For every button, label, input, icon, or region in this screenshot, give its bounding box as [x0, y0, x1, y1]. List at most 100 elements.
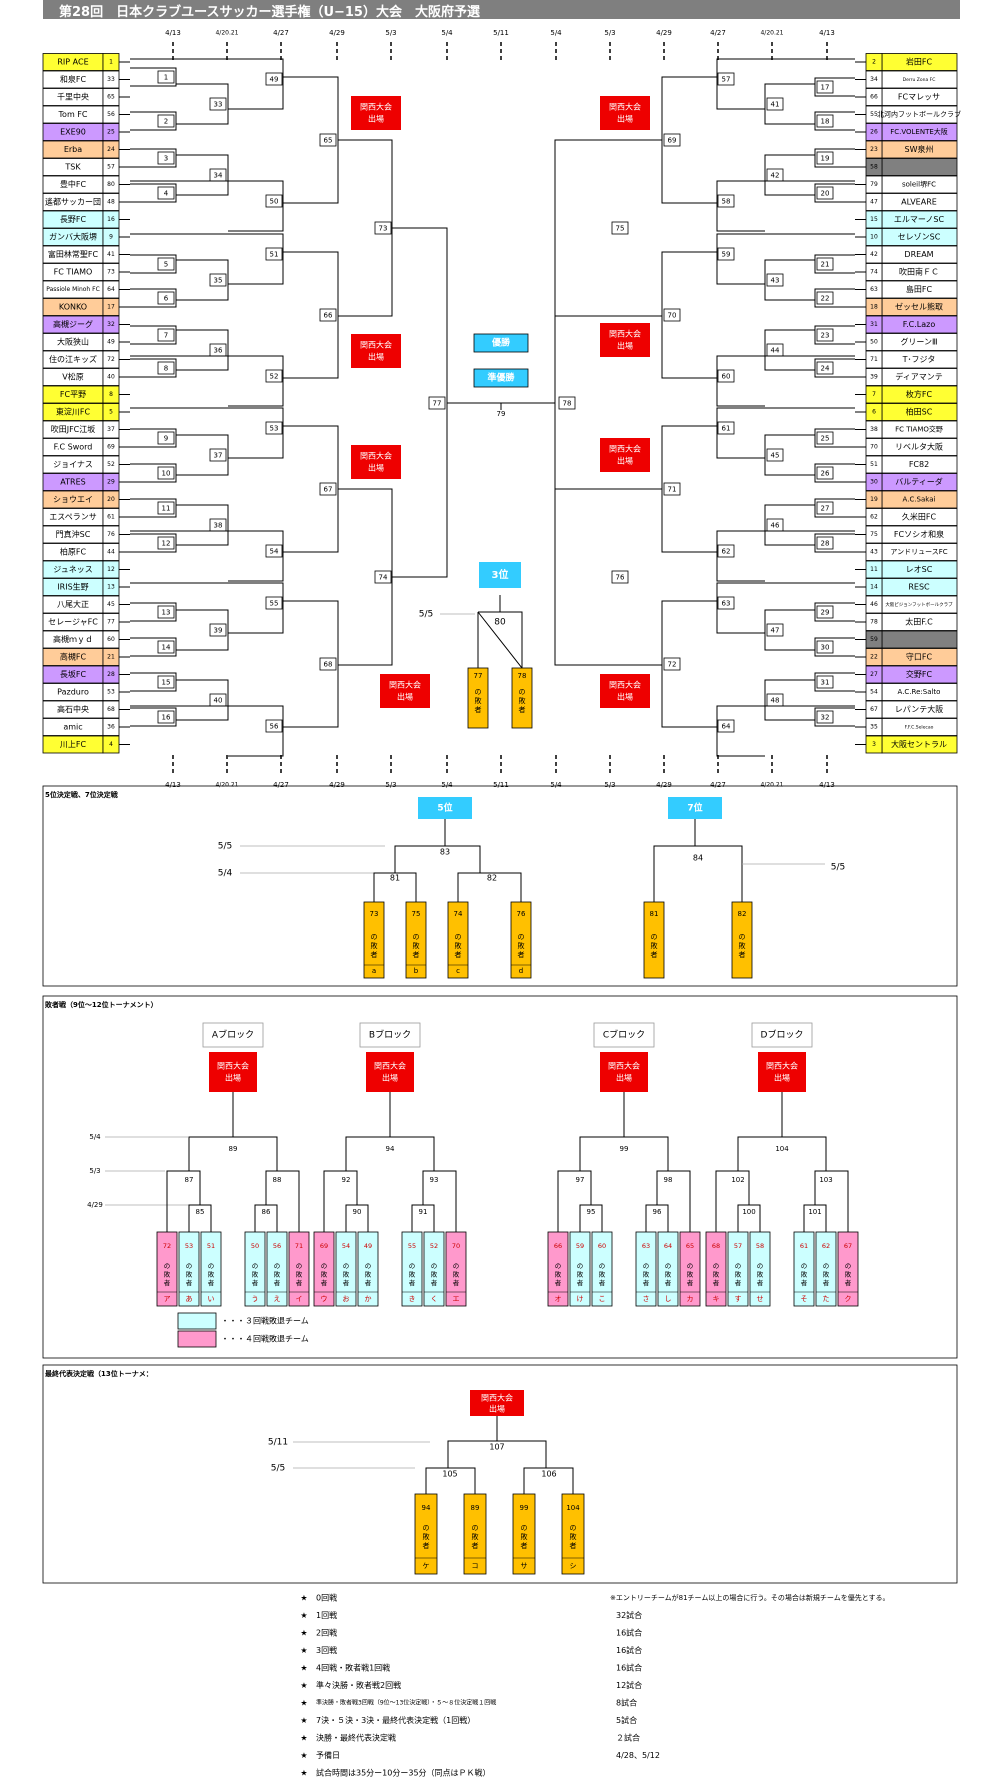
loser-box-tag: け [577, 1295, 584, 1303]
bracket-line [814, 111, 855, 131]
match-number: 43 [771, 277, 780, 285]
loser-text: の敗者 [453, 1262, 460, 1287]
team-seed: 5 [109, 409, 113, 416]
loser-match-number: 75 [412, 910, 421, 918]
team-name: ジョイナス [53, 460, 93, 469]
team-seed: 20 [107, 496, 115, 503]
team-seed: 11 [870, 566, 878, 573]
team-seed: 8 [109, 391, 113, 398]
team-name: バルティーダ [895, 477, 943, 487]
match-number-box [157, 605, 175, 619]
bracket-line [457, 872, 522, 902]
bracket-line [176, 504, 229, 546]
vertical-char: の [570, 1524, 577, 1532]
bracket-line [323, 1170, 358, 1232]
bracket-line [814, 1170, 849, 1232]
bracket-line [130, 233, 284, 285]
loser-box-tag: き [409, 1295, 416, 1303]
bracket-line [176, 434, 229, 476]
note-label: 予備日 [316, 1750, 340, 1760]
match-number: 61 [722, 425, 731, 433]
team-name: ジュネッス [53, 565, 92, 574]
team-seed: 74 [870, 269, 878, 276]
match-number: 41 [771, 101, 780, 109]
date-label: 4/29 [329, 781, 345, 789]
loser-box [731, 901, 753, 979]
match-number-box [816, 710, 834, 724]
vertical-char: 敗 [735, 1270, 742, 1279]
loser-box-tag: か [365, 1295, 372, 1303]
team-name: ディアマンテ [895, 372, 942, 382]
vertical-char: 敗 [519, 696, 526, 705]
team-name: 高槻ｍｙｄ [53, 634, 93, 644]
loser-match-number: 77 [474, 672, 483, 680]
team-seed: 60 [107, 636, 115, 643]
vertical-char: の [739, 933, 746, 941]
match-number-box [157, 536, 175, 550]
match-number-box [265, 369, 283, 383]
team-name: A.C.Re:Salto [898, 688, 941, 696]
bracket-line [345, 1204, 369, 1232]
team-name: 富田林常聖FC [48, 249, 99, 259]
loser-box [512, 1493, 536, 1575]
loser-text: の敗者 [431, 1262, 438, 1287]
match-number: 53 [270, 425, 279, 433]
match-number: 11 [162, 505, 171, 513]
team-seed: 80 [107, 181, 115, 188]
match-number: 102 [731, 1176, 744, 1184]
date-label: 5/5 [419, 610, 433, 620]
fifth-place-box [418, 797, 472, 819]
third-place-label: 3位 [492, 568, 509, 581]
team-name: DREAM [904, 250, 933, 259]
note-label: 準々決勝・敗者戦2回戦 [316, 1680, 401, 1690]
vertical-char: 敗 [687, 1270, 694, 1279]
team-seed: 76 [107, 531, 115, 538]
bracket-line [764, 434, 815, 476]
match-number: 22 [821, 295, 830, 303]
match-number-box [816, 431, 834, 445]
vertical-char: 敗 [823, 1270, 830, 1279]
team-name: セレージャFC [48, 618, 98, 627]
match-number: 65 [324, 137, 333, 145]
bracket-line [764, 609, 815, 651]
loser-text: の敗者 [555, 1262, 562, 1287]
team-name: グリーンⅢ [900, 337, 937, 347]
team-seed: 1 [109, 59, 113, 66]
kansai-qualify-label: 出場 [616, 1073, 632, 1083]
note-star: ★ [300, 1716, 307, 1725]
bracket-line [130, 705, 284, 757]
team-name: ショウエイ [53, 495, 93, 504]
loser-box [405, 901, 427, 979]
date-label: 5/5 [271, 1464, 285, 1474]
loser-text: の敗者 [423, 1524, 430, 1550]
match-number-box [717, 194, 735, 208]
bracket-line [803, 1204, 827, 1232]
match-number-box [157, 328, 175, 342]
team-seed: 21 [107, 654, 115, 661]
team-seed: 2 [872, 59, 876, 66]
legend-label: ・・・４回戦敗退チーム [221, 1334, 309, 1344]
vertical-char: の [208, 1262, 215, 1270]
loser-text: の敗者 [651, 933, 658, 959]
team-seed: 58 [870, 164, 878, 171]
match-number-box [319, 482, 337, 496]
team-name: 和泉FC [60, 74, 87, 84]
bracket-line [814, 707, 855, 727]
loser-text: の敗者 [570, 1524, 577, 1550]
vertical-char: 敗 [713, 1270, 720, 1279]
match-number: 96 [653, 1208, 662, 1216]
match-number-box [816, 466, 834, 480]
kansai-qualify-label: 関西大会 [609, 329, 641, 339]
loser-box [705, 1231, 727, 1307]
team-seed: 7 [872, 391, 876, 398]
bracket-line [265, 1170, 300, 1232]
team-name: amic [63, 723, 82, 732]
match-number: 54 [270, 548, 279, 556]
vertical-char: 敗 [453, 1270, 460, 1279]
bracket-line [130, 288, 177, 308]
bracket-line [764, 504, 815, 546]
note-label: 1回戦 [316, 1610, 337, 1620]
vertical-char: 敗 [274, 1270, 281, 1279]
loser-text: の敗者 [845, 1262, 852, 1287]
kansai-qualify-label: 出場 [617, 341, 633, 351]
